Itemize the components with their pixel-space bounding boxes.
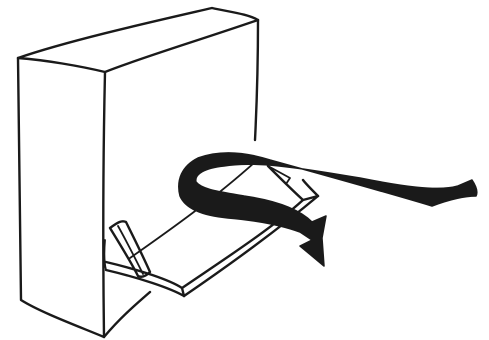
box-front-face bbox=[18, 58, 105, 337]
box-right-edge bbox=[255, 20, 258, 140]
box-bottom-right-edge bbox=[104, 292, 150, 337]
flap-notch bbox=[268, 166, 290, 184]
arrow-icon bbox=[179, 153, 477, 266]
box-icon bbox=[18, 8, 258, 337]
arrow-body bbox=[179, 153, 477, 266]
box-lower-opening-edge bbox=[104, 240, 106, 270]
